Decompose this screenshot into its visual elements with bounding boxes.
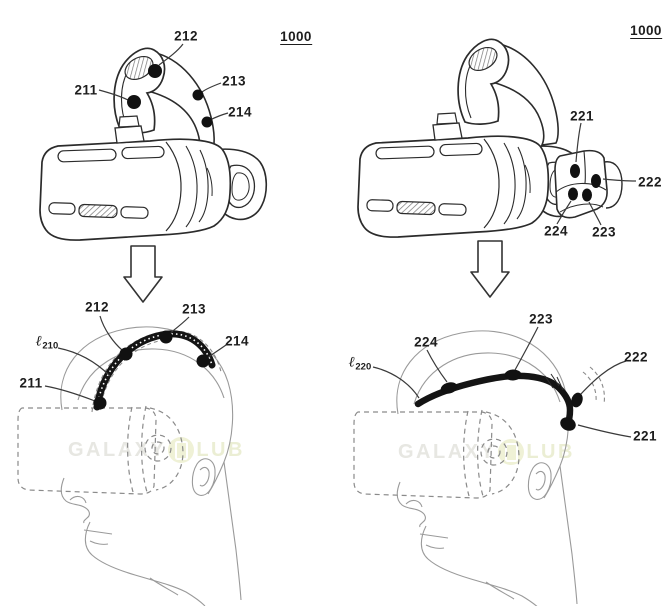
label-211-bottom-left: 211 [19,375,43,391]
sensor-dots [440,369,583,431]
top-right-headset-drawing [357,38,637,238]
sensor-dot-213 [159,330,173,344]
sensor-dot-224 [568,187,578,201]
leader-lines [372,326,632,438]
sensor-dot-211 [127,95,141,109]
sensor-dot-224 [440,382,458,394]
watermark-suffix: LUB [196,438,245,461]
phone-in-circle-icon [168,437,195,463]
down-arrow-left [123,245,163,303]
sensor-dot-212 [148,64,162,78]
sensor-module [554,149,623,219]
watermark-galaxyclub-left: GALAXY LUB [68,437,245,463]
label-222-top-right: 222 [638,174,662,190]
sensor-dot-221 [570,164,580,178]
sensor-band-220 [414,372,574,429]
sensor-dot-223 [504,369,522,381]
length-label-l210: ℓ210 [36,333,58,352]
script-l-symbol: ℓ [35,332,43,350]
label-212-bottom-left: 212 [85,299,109,315]
script-l-symbol: ℓ [348,353,356,371]
label-224-bottom-right: 224 [414,334,438,350]
label-223-top-right: 223 [592,224,616,240]
label-223-bottom-right: 223 [529,311,553,327]
sensor-dot-221 [560,417,576,431]
bottom-left-head-drawing [17,315,242,606]
sensor-dot-223 [582,188,592,202]
watermark-word: GALAXY [398,440,497,463]
label-211-top-left: 211 [74,82,98,98]
label-221-top-right: 221 [570,108,594,124]
sensor-dot-214 [196,354,210,368]
sensor-dot-212 [119,347,133,361]
length-subscript: 220 [355,361,372,373]
sensor-dot-214 [201,116,213,128]
phone-in-circle-icon [498,439,525,465]
label-222-bottom-right: 222 [624,349,648,365]
phone-icon [504,442,518,462]
watermark-galaxyclub-right: GALAXY LUB [398,439,575,465]
leader-lines [556,122,637,226]
top-left-headset-drawing [39,43,268,241]
label-214-top-left: 214 [228,104,252,120]
bottom-right-head-drawing [353,326,632,606]
label-224-top-right: 224 [544,223,568,239]
sensor-dots [127,64,213,128]
sensor-band-210 [93,330,216,411]
label-212-top-left: 212 [174,28,198,44]
length-subscript: 210 [42,340,59,352]
figure-ref-1000-right: 1000 [630,23,662,39]
label-221-bottom-right: 221 [633,428,657,444]
sensor-dot-222 [591,174,601,188]
watermark-word: GALAXY [68,438,167,461]
figure-ref-1000-left: 1000 [280,29,312,45]
down-arrow-right [470,240,510,298]
leader-lines [98,43,229,121]
sensor-dots [93,330,210,410]
label-213-bottom-left: 213 [182,301,206,317]
sensor-dot-213 [192,89,204,101]
label-213-top-left: 213 [222,73,246,89]
sensor-dot-211 [93,396,107,410]
label-214-bottom-left: 214 [225,333,249,349]
watermark-suffix: LUB [526,440,575,463]
length-label-l220: ℓ220 [349,354,371,373]
sensor-dot-222 [571,392,583,408]
